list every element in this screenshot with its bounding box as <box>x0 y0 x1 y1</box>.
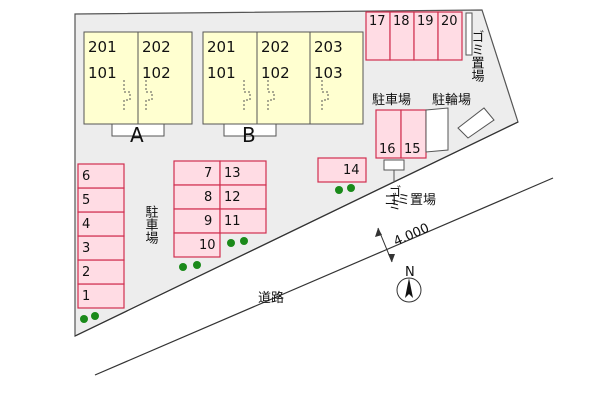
garbage-box-mid <box>383 159 405 171</box>
building-b-entrance <box>223 123 277 137</box>
parking-slot-12-label: 12 <box>224 190 241 205</box>
parking-group-14: 14 <box>317 157 367 183</box>
parking-slot-18 <box>389 11 415 61</box>
parking-slot-19 <box>413 11 439 61</box>
tree <box>240 237 248 245</box>
parking-slot-1 <box>77 283 125 309</box>
tree <box>193 261 201 269</box>
parking-slot-9 <box>173 208 221 234</box>
tree <box>179 263 187 271</box>
tree <box>335 186 343 194</box>
tree <box>91 312 99 320</box>
parking-slot-2 <box>77 259 125 285</box>
bike-parking-shelter <box>425 107 449 153</box>
tree <box>80 315 88 323</box>
garbage-box-top <box>465 12 473 56</box>
garbage-mid-ko: ゴミ <box>386 185 401 211</box>
parking-slot-17 <box>365 11 391 61</box>
unit-b-101: 101 <box>207 64 236 82</box>
north-arrow: N <box>396 265 422 303</box>
parking-slot-18-label: 18 <box>393 14 410 29</box>
garbage-area-mid: ゴミ ゴミ置場 <box>383 159 436 211</box>
parking-slot-14-label: 14 <box>343 163 360 178</box>
trees <box>80 184 355 323</box>
parking-slot-16 <box>375 109 402 159</box>
parking-slot-14 <box>317 157 367 183</box>
road-label: 道路 <box>258 290 284 306</box>
parking-slot-9-label: 9 <box>204 214 212 229</box>
unit-a-201: 201 <box>88 38 117 56</box>
building-b-body <box>202 31 364 125</box>
parking-slot-2-label: 2 <box>82 265 90 280</box>
road-edge-upper <box>74 121 519 337</box>
bike-parking: 駐輪場 <box>425 92 495 153</box>
building-a: 201 202 101 102 A <box>83 31 193 147</box>
building-b-label: B <box>242 123 256 147</box>
bike-parking-label: 駐輪場 <box>432 92 471 108</box>
unit-b-103: 103 <box>314 64 343 82</box>
unit-a-202: 202 <box>142 38 171 56</box>
parking-slot-20 <box>437 11 463 61</box>
parking-slot-3 <box>77 235 125 261</box>
parking-slot-8 <box>173 184 221 210</box>
parking-slot-15-label: 15 <box>404 142 421 157</box>
parking-slot-6-label: 6 <box>82 169 90 184</box>
unit-b-202: 202 <box>261 38 290 56</box>
parking-slot-19-label: 19 <box>417 14 434 29</box>
parking-slot-16-label: 16 <box>379 142 396 157</box>
bike-parking-rack <box>457 107 495 139</box>
parking-slot-20-label: 20 <box>441 14 458 29</box>
north-label: N <box>405 265 415 280</box>
parking-slot-11 <box>219 208 267 234</box>
parking-slot-11-label: 11 <box>224 214 241 229</box>
tree <box>227 239 235 247</box>
parking-slot-7-label: 7 <box>204 166 212 181</box>
parking-slot-5-label: 5 <box>82 193 90 208</box>
parking-group-top: 17 18 19 20 <box>365 11 463 61</box>
parking-slot-8-label: 8 <box>204 190 212 205</box>
parking-slot-4-label: 4 <box>82 217 90 232</box>
parking-slot-17-label: 17 <box>369 14 386 29</box>
parking-left-label: 駐車場 <box>143 205 159 244</box>
road-width-label: 4.000 <box>392 221 432 250</box>
unit-b-201: 201 <box>207 38 236 56</box>
unit-a-102: 102 <box>142 64 171 82</box>
parking-main-label: 駐車場 <box>372 93 411 108</box>
parking-slot-13-label: 13 <box>224 166 241 181</box>
unit-b-203: 203 <box>314 38 343 56</box>
garbage-area-top: ゴミ置場 <box>465 12 485 82</box>
unit-a-101: 101 <box>88 64 117 82</box>
parking-group-right: 16 15 <box>375 109 427 159</box>
parking-group-center: 7 8 9 10 13 12 11 <box>173 160 267 258</box>
parking-slot-1-label: 1 <box>82 289 90 304</box>
garbage-mid-label: ゴミ置場 <box>384 192 436 208</box>
parking-group-left: 1 2 3 4 5 6 <box>77 163 125 309</box>
north-arrow-icon <box>405 278 413 298</box>
garbage-top-label: ゴミ置場 <box>469 30 485 82</box>
parking-slot-13 <box>219 160 267 186</box>
parking-slot-6 <box>77 163 125 189</box>
parking-slot-3-label: 3 <box>82 241 90 256</box>
parking-slot-10 <box>173 232 221 258</box>
unit-b-102: 102 <box>261 64 290 82</box>
building-b: 201 202 203 101 102 103 B <box>202 31 364 147</box>
road-edge-lower <box>94 177 554 376</box>
parking-slot-10-label: 10 <box>199 238 216 253</box>
road-width-dimension: 4.000 <box>375 221 432 263</box>
building-a-label: A <box>130 123 144 147</box>
parking-slot-7 <box>173 160 221 186</box>
tree <box>347 184 355 192</box>
